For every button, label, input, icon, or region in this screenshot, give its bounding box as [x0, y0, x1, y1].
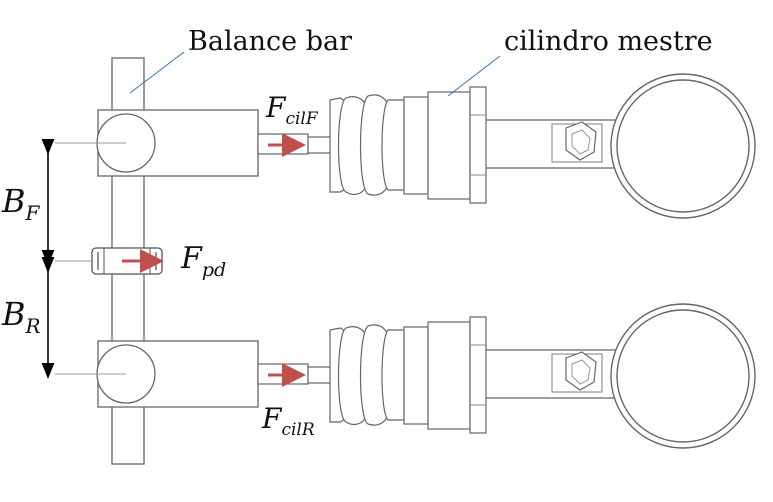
front-master-cylinder	[403, 86, 620, 204]
dist-front-label: BF	[1, 182, 41, 225]
front-boot	[329, 94, 405, 196]
rear-master-cylinder	[403, 316, 620, 434]
master-cylinder-leader	[447, 55, 501, 97]
force-pedal-label: Fpd	[180, 241, 226, 281]
balance-bar-leader	[129, 51, 185, 94]
dist-rear-label: BR	[1, 295, 41, 338]
force-rear-label: FcilR	[261, 402, 315, 440]
rear-reservoir	[610, 303, 756, 449]
rear-push-rod	[257, 363, 333, 387]
front-reservoir	[610, 73, 756, 219]
master-cylinder-label: cilindro mestre	[504, 26, 713, 57]
force-front-label: FcilF	[265, 91, 319, 129]
front-push-rod	[257, 133, 333, 157]
balance-bar-label: Balance bar	[188, 26, 352, 57]
pedal-pivot	[55, 247, 164, 275]
rear-boot	[329, 324, 405, 426]
rear-clevis	[55, 340, 259, 408]
front-clevis	[55, 109, 259, 177]
